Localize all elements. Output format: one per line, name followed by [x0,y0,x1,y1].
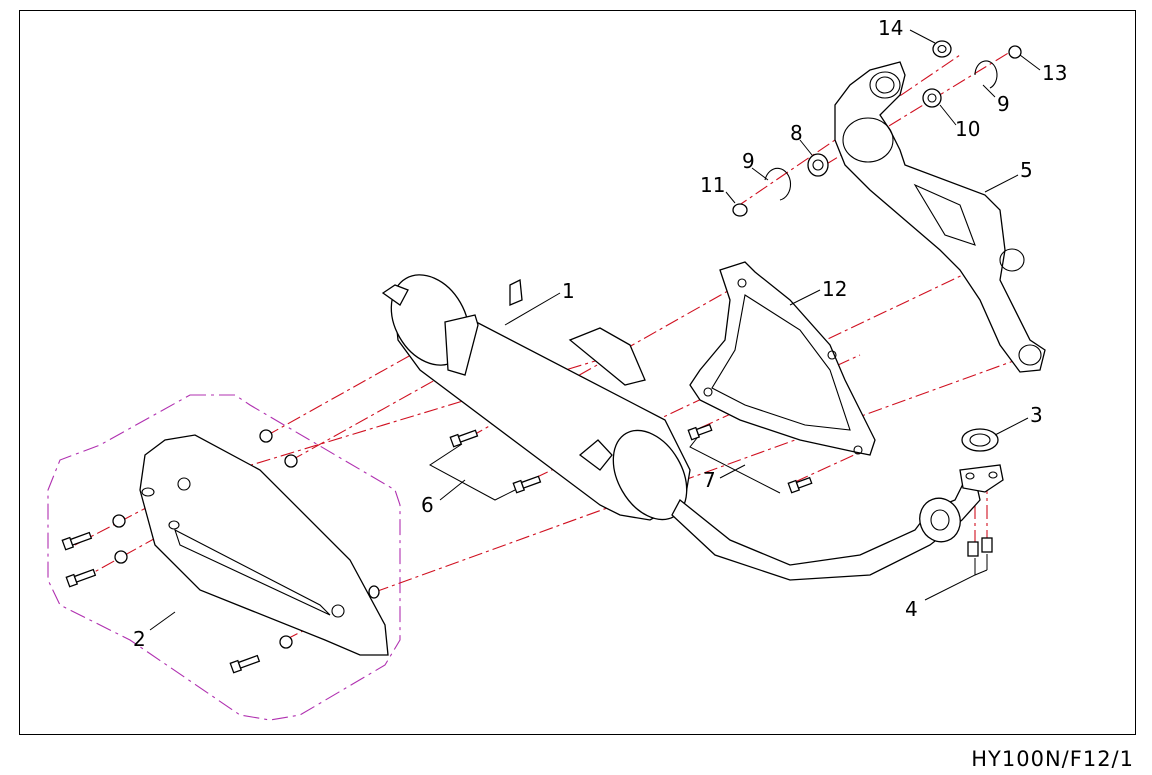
part-4-nuts [967,537,993,557]
callout-7: 7 [703,468,716,492]
callout-9b: 9 [997,92,1010,116]
part-2-heat-shield [139,434,389,656]
callout-14: 14 [878,16,903,40]
callout-labels: 1 2 3 4 5 6 7 8 9 9 10 11 12 13 14 [133,16,1067,651]
callout-10: 10 [955,117,980,141]
callout-1: 1 [562,279,575,303]
part-3-gasket [961,428,999,452]
callout-6: 6 [421,493,434,517]
callout-5: 5 [1020,158,1033,182]
exhaust-pipe [671,464,1004,581]
part-12-shield-plate [689,261,876,456]
drawing-frame [19,10,1136,735]
bearing-hardware [732,40,1022,217]
callout-11: 11 [700,173,725,197]
callout-9a: 9 [742,149,755,173]
callout-8: 8 [790,121,803,145]
washers [112,429,380,649]
drawing-code: HY100N/F12/1 [971,747,1134,771]
leader-lines [149,29,1041,631]
callout-2: 2 [133,627,146,651]
callout-4: 4 [905,597,918,621]
callout-12: 12 [822,277,847,301]
callout-13: 13 [1042,61,1067,85]
callout-3: 3 [1030,403,1043,427]
bolts [61,423,813,674]
part-5-bracket [834,61,1046,373]
part-1-muffler [381,274,691,521]
heat-shield-group-outline [47,394,401,721]
